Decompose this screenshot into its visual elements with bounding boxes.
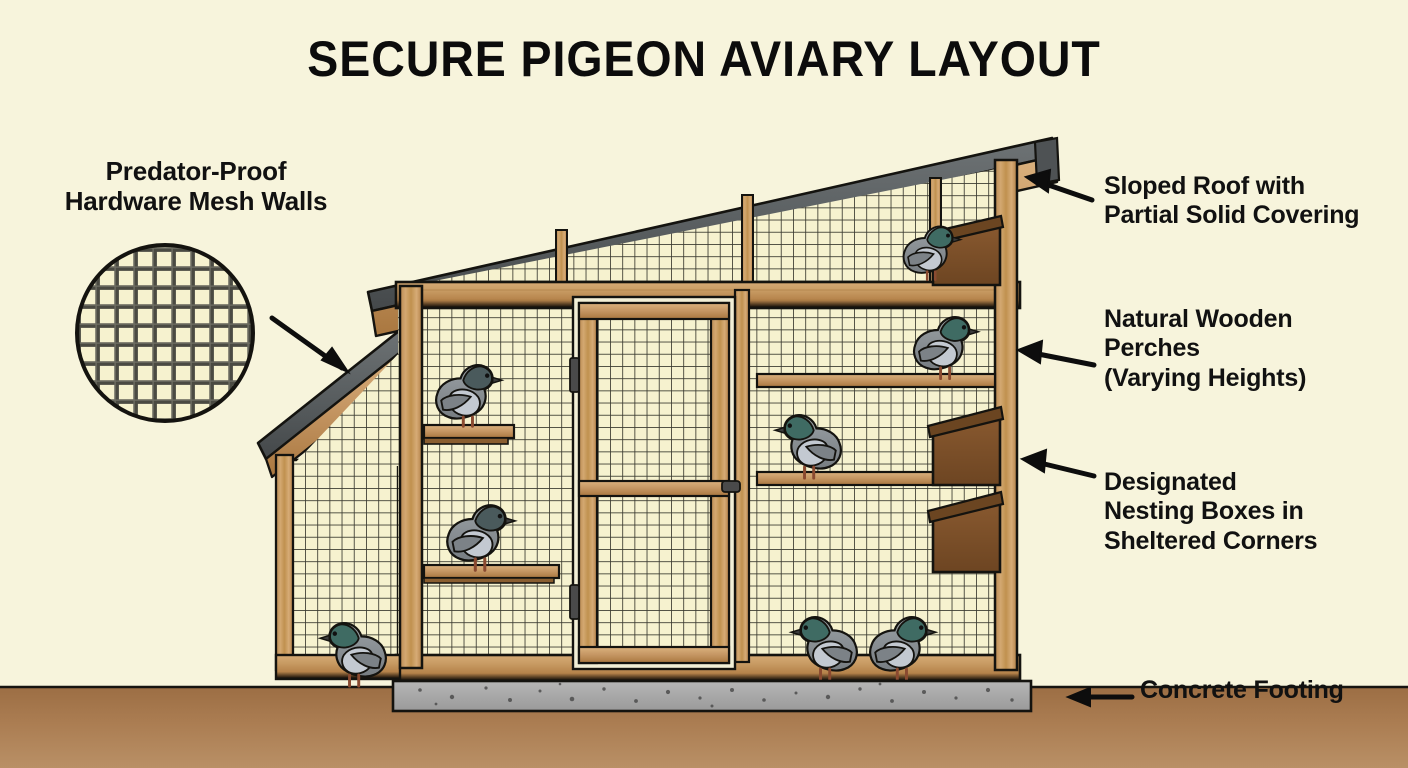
label-nesting-boxes-line1: Designated <box>1104 468 1237 496</box>
perch-upper-right <box>755 372 997 389</box>
arrow-nesting <box>1019 448 1097 479</box>
mesh-access-door[interactable] <box>569 295 741 671</box>
concrete-footing <box>391 679 1033 713</box>
arrow-roof <box>1023 168 1095 203</box>
label-hardware-mesh-line2: Hardware Mesh Walls <box>64 186 328 217</box>
door-handle[interactable] <box>721 480 741 493</box>
door-hinge-upper <box>569 357 580 393</box>
annex-gable-fill <box>296 352 400 462</box>
pigeon-group <box>317 225 981 688</box>
label-hardware-mesh: Predator-Proof Hardware Mesh Walls <box>46 156 346 217</box>
perch-upper-left <box>422 423 516 445</box>
arrow-footing <box>1065 686 1135 708</box>
pigeon-nest-ledge <box>902 225 964 281</box>
label-sloped-roof: Sloped Roof with Partial Solid Covering <box>1104 172 1404 231</box>
label-hardware-mesh-line1: Predator-Proof <box>105 156 287 186</box>
arrow-mesh <box>269 315 351 375</box>
pigeon-mid-right-perch <box>772 414 842 480</box>
label-concrete-footing-line1: Concrete Footing <box>1140 676 1344 704</box>
label-sloped-roof-line1: Sloped Roof with <box>1104 172 1305 200</box>
label-perches: Natural Wooden Perches (Varying Heights) <box>1104 305 1404 393</box>
leader-arrows <box>269 168 1135 708</box>
pigeon-bottom-pair-right <box>869 616 939 682</box>
arrow-perches <box>1015 339 1097 368</box>
nesting-box-middle <box>926 405 1005 487</box>
perch-lower-left <box>422 563 561 584</box>
page-title: SECURE PIGEON AVIARY LAYOUT <box>307 31 1101 87</box>
label-perches-line3: (Varying Heights) <box>1104 363 1307 392</box>
corner-posts <box>398 158 1019 672</box>
label-nesting-boxes: Designated Nesting Boxes in Sheltered Co… <box>1104 468 1404 556</box>
top-plate-beam <box>394 280 1022 310</box>
pigeon-bottom-left <box>317 622 387 688</box>
label-perches-line2: Perches <box>1104 334 1200 363</box>
nesting-box-bottom <box>926 490 1005 574</box>
label-sloped-roof-line2: Partial Solid Covering <box>1104 201 1360 230</box>
pigeon-upper-right-perch <box>912 315 981 381</box>
pigeon-upper-left-perch <box>435 364 505 428</box>
label-nesting-boxes-line3: Sheltered Corners <box>1104 526 1318 555</box>
door-hinge-lower <box>569 584 580 620</box>
label-concrete-footing: Concrete Footing <box>1140 676 1408 705</box>
label-nesting-boxes-line2: Nesting Boxes in <box>1104 497 1304 526</box>
pigeon-lower-left-perch <box>446 504 518 572</box>
label-perches-line1: Natural Wooden <box>1104 305 1293 333</box>
pigeon-bottom-pair-left <box>788 616 858 682</box>
magnified-hardware-mesh <box>75 243 255 423</box>
